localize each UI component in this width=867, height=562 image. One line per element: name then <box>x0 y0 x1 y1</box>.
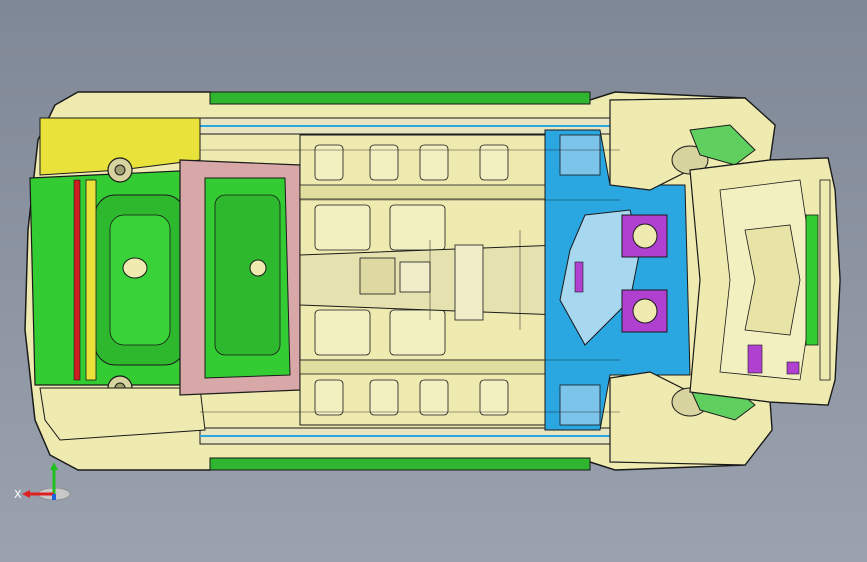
front-green-bracket-upper <box>689 124 756 166</box>
x-axis-label: X <box>14 488 22 501</box>
front-right-arch <box>609 371 773 466</box>
axis-triad-icon: X <box>14 462 71 501</box>
front-green-strip <box>805 214 819 346</box>
upper-sill <box>209 91 591 105</box>
lower-sill <box>209 457 591 471</box>
purple-bracket-upper <box>621 214 668 258</box>
rear-yellow-strip <box>85 179 97 381</box>
rear-yellow-panel <box>39 117 201 176</box>
